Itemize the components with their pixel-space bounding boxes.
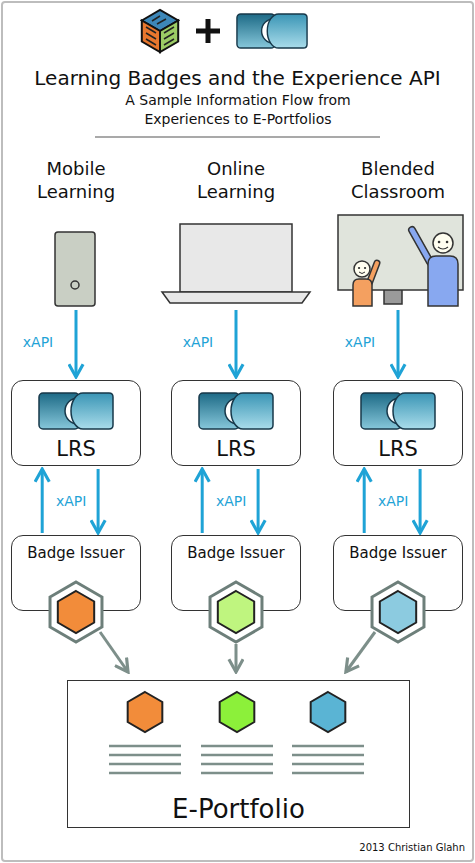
learning-context: Mobile Learning bbox=[26, 157, 126, 308]
laptop-illustration bbox=[162, 224, 310, 303]
student-eyes bbox=[359, 267, 365, 269]
badge-logo bbox=[142, 10, 178, 52]
xapi-arrow bbox=[75, 310, 78, 377]
issued-badge bbox=[210, 582, 262, 642]
student-body bbox=[353, 279, 372, 306]
edge-label: xAPI bbox=[378, 493, 408, 509]
issued-badge bbox=[372, 582, 424, 642]
issuer-box: Badge Issuer bbox=[171, 535, 301, 611]
xapi-arrow bbox=[419, 469, 422, 533]
node-text: Mobile Learning bbox=[26, 157, 126, 203]
node-text: Badge Issuer bbox=[172, 544, 300, 562]
badge-flow-arrow bbox=[234, 644, 237, 672]
lrs-box: LRS bbox=[11, 380, 141, 466]
text-lines bbox=[292, 746, 364, 773]
student-head bbox=[354, 261, 370, 277]
teacher-body bbox=[428, 256, 458, 306]
badge-flow-arrow bbox=[100, 632, 128, 672]
node-text: LRS bbox=[12, 437, 140, 461]
node-text: Badge Issuer bbox=[334, 544, 462, 562]
node-text: LRS bbox=[334, 437, 462, 461]
lrs-box: LRS bbox=[171, 380, 301, 466]
portfolio-entry bbox=[201, 692, 273, 773]
issuer-box: Badge Issuer bbox=[11, 535, 141, 611]
xapi-arrow bbox=[363, 469, 366, 533]
teacher-eyes bbox=[439, 241, 447, 244]
xapi-logo bbox=[237, 14, 307, 48]
learning-context: Online Learning bbox=[186, 157, 286, 308]
plus-symbol bbox=[196, 19, 220, 43]
laptop-base bbox=[162, 292, 310, 303]
text-lines bbox=[201, 746, 273, 773]
node-text: E-Portfolio bbox=[68, 794, 409, 824]
issued-badge bbox=[50, 582, 102, 642]
edge-label: xAPI bbox=[23, 334, 53, 350]
portfolio-entry bbox=[292, 692, 364, 773]
node-text: Badge Issuer bbox=[12, 544, 140, 562]
subtitle: A Sample Information Flow from Experienc… bbox=[98, 91, 378, 129]
rule bbox=[95, 136, 380, 138]
node-text: Online Learning bbox=[186, 157, 286, 203]
badge bbox=[220, 692, 255, 732]
issuer-box: Badge Issuer bbox=[333, 535, 463, 611]
lrs-icon bbox=[39, 393, 113, 429]
learning-context: Blended Classroom bbox=[338, 157, 458, 308]
classroom-illustration bbox=[338, 215, 463, 306]
xapi-arrow bbox=[257, 469, 260, 533]
teacher-arm bbox=[412, 230, 430, 262]
lrs-icon bbox=[199, 393, 273, 429]
edge-label: xAPI bbox=[183, 334, 213, 350]
edge-label: xAPI bbox=[56, 493, 86, 509]
student-smile bbox=[359, 272, 365, 274]
badge-ring bbox=[50, 582, 102, 642]
node-text: Blended Classroom bbox=[338, 157, 458, 203]
xapi-arrow bbox=[41, 469, 44, 533]
phone-body bbox=[55, 232, 95, 306]
lrs-icon bbox=[361, 393, 435, 429]
badge bbox=[311, 692, 346, 732]
badge-ring bbox=[210, 582, 262, 642]
teacher-arm bbox=[412, 230, 430, 262]
text-lines bbox=[109, 746, 181, 773]
diagram-title: Learning Badges and the Experience API bbox=[0, 66, 475, 90]
edge-label: xAPI bbox=[216, 493, 246, 509]
badge bbox=[58, 591, 94, 633]
node-text: LRS bbox=[172, 437, 300, 461]
laptop-screen bbox=[180, 224, 292, 292]
xapi-arrow bbox=[397, 310, 400, 377]
badge bbox=[128, 692, 163, 732]
edge-label: xAPI bbox=[345, 334, 375, 350]
teacher-smile bbox=[438, 247, 448, 249]
teacher-head bbox=[433, 233, 453, 253]
copyright: 2013 Christian Glahn bbox=[290, 842, 465, 854]
portfolio-box: E-Portfolio bbox=[67, 680, 410, 828]
badge bbox=[380, 591, 416, 633]
badge-flow-arrow bbox=[346, 632, 375, 672]
lrs-box: LRS bbox=[333, 380, 463, 466]
phone-illustration bbox=[55, 232, 95, 306]
connectors bbox=[42, 310, 420, 672]
phone-button bbox=[71, 281, 79, 289]
portfolio-entry bbox=[109, 692, 181, 773]
badge-ring bbox=[372, 582, 424, 642]
xapi-arrow bbox=[201, 469, 204, 533]
xapi-arrow bbox=[235, 310, 238, 377]
xapi-arrow bbox=[97, 469, 100, 533]
badge bbox=[218, 591, 254, 633]
logo-stripes bbox=[146, 16, 174, 45]
